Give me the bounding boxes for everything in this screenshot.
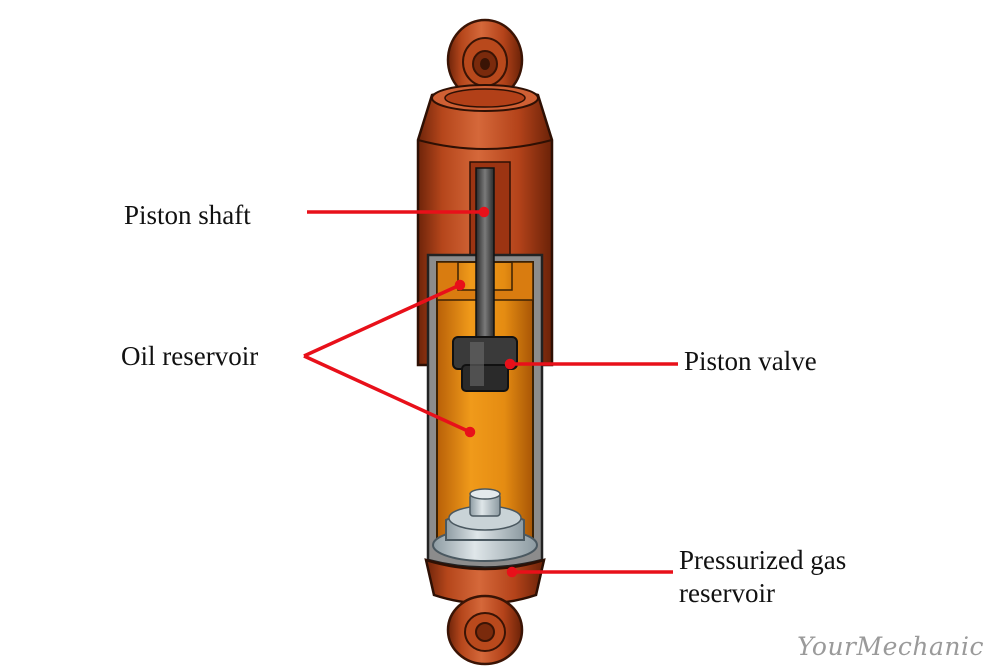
label-gas-line1: Pressurized gas	[679, 545, 847, 575]
top-mount	[446, 18, 524, 102]
label-pressurized-gas-reservoir: Pressurized gas reservoir	[679, 544, 846, 610]
piston-valve	[452, 336, 518, 392]
leader-lines	[303, 206, 678, 578]
label-piston-valve: Piston valve	[684, 346, 817, 376]
label-piston-shaft: Piston shaft	[124, 200, 251, 230]
cylinder-body	[426, 253, 544, 569]
gas-piston	[432, 488, 538, 562]
piston-shaft	[475, 167, 495, 349]
label-gas-line2: reservoir	[679, 578, 775, 608]
leader-oil-upper	[303, 283, 461, 358]
leader-oil-lower	[303, 354, 471, 434]
bottom-housing	[424, 558, 546, 666]
yourmechanic-logo: YourMechanic	[797, 632, 984, 661]
label-oil-reservoir: Oil reservoir	[121, 341, 259, 371]
